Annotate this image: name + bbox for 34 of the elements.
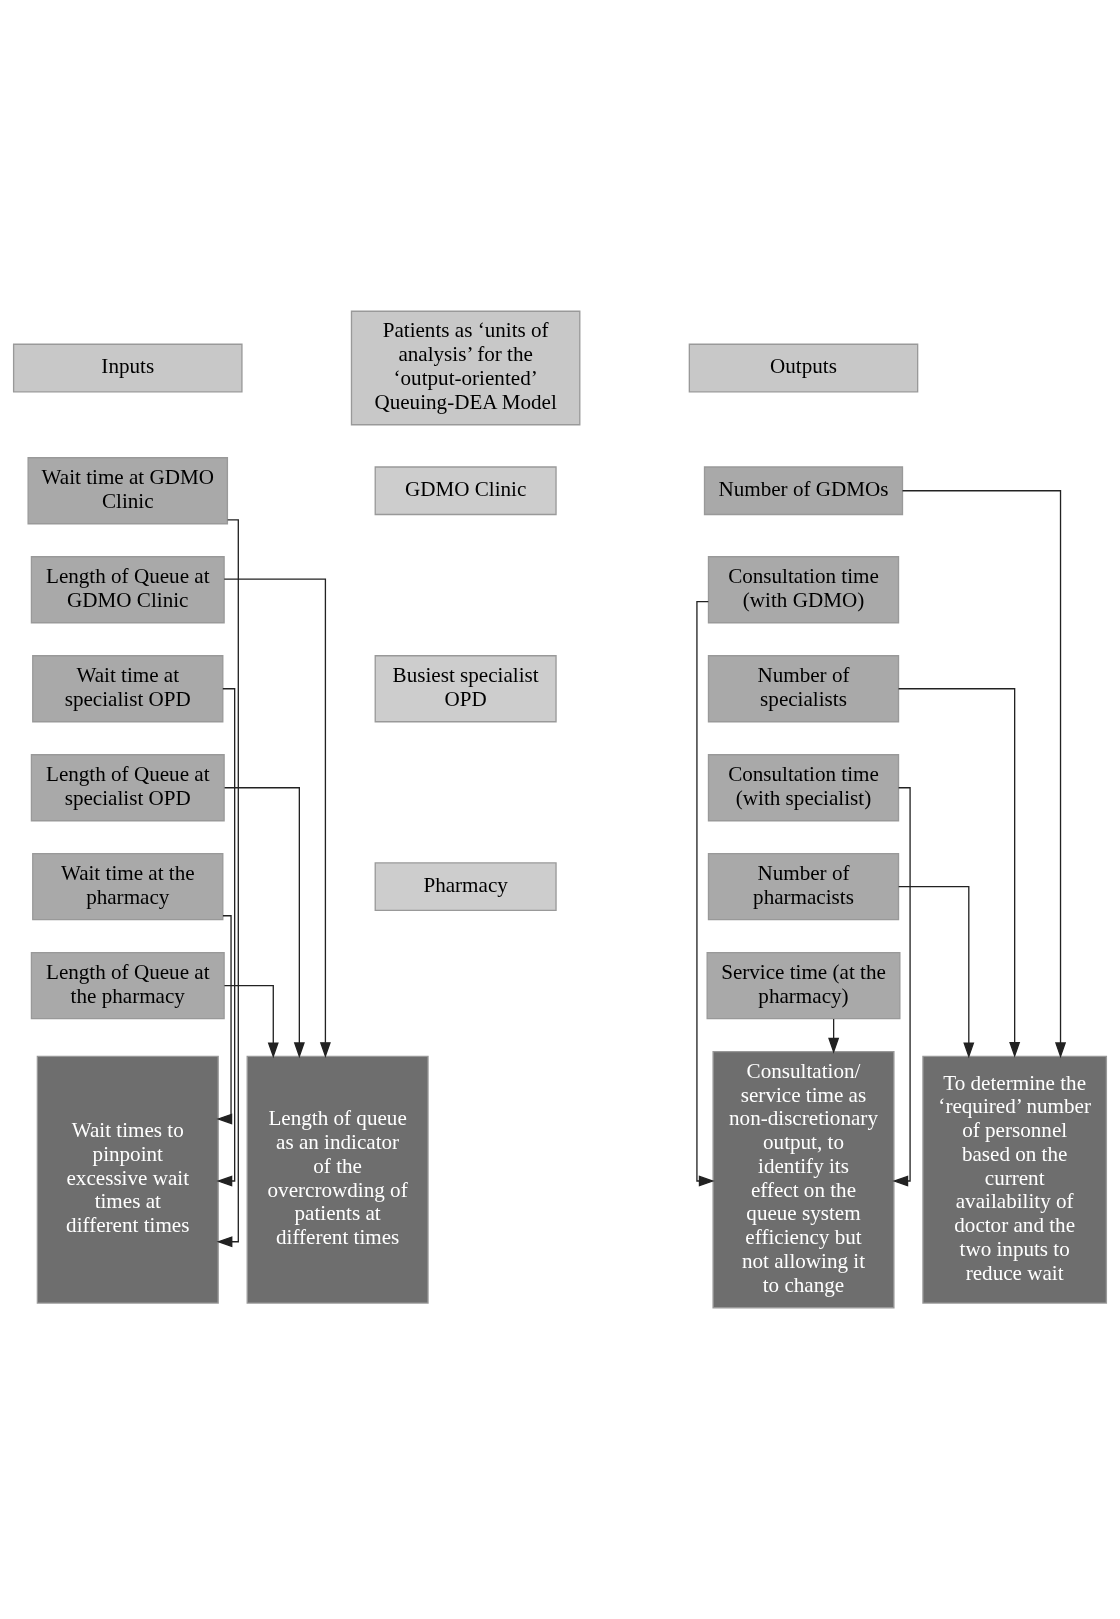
arrow bbox=[216, 688, 236, 1187]
arrow bbox=[223, 985, 279, 1059]
node-box: Wait time at specialist OPD bbox=[32, 655, 224, 723]
arrow bbox=[223, 787, 305, 1059]
arrow bbox=[696, 600, 715, 1187]
node-box: Wait time at GDMO Clinic bbox=[27, 457, 229, 525]
node-box: Number of GDMOs bbox=[703, 466, 904, 516]
arrow bbox=[223, 578, 331, 1058]
node-box: Consultation/ service time as non-discretionary output, to identify its effect on the queue system efficiency but not allowing it to change bbox=[712, 1051, 895, 1309]
node-box: GDMO Clinic bbox=[374, 466, 557, 516]
node-box: Wait times to pinpoint excessive wait times at different times bbox=[36, 1055, 219, 1304]
node-box: Wait time at the pharmacy bbox=[32, 853, 224, 921]
arrow bbox=[216, 519, 239, 1248]
node-box: Outputs bbox=[688, 343, 919, 393]
node-box: Consultation time (with GDMO) bbox=[707, 556, 900, 624]
arrow bbox=[901, 490, 1067, 1059]
node-box: To determine the ‘required’ number of personnel based on the current availability of doctor and the two inputs to reduce wait bbox=[922, 1055, 1108, 1304]
node-box: Service time (at the pharmacy) bbox=[706, 952, 901, 1020]
arrow bbox=[216, 915, 233, 1125]
node-box: Pharmacy bbox=[374, 862, 557, 912]
node-box: Number of pharmacists bbox=[707, 853, 900, 921]
node-box: Number of specialists bbox=[707, 655, 900, 723]
node-box: Consultation time (with specialist) bbox=[707, 754, 900, 822]
node-box: Length of Queue at the pharmacy bbox=[30, 952, 225, 1020]
node-box: Length of Queue at GDMO Clinic bbox=[30, 556, 225, 624]
node-box: Length of Queue at specialist OPD bbox=[30, 754, 225, 822]
arrow bbox=[897, 688, 1021, 1058]
arrow bbox=[828, 1018, 840, 1054]
arrow bbox=[892, 787, 911, 1187]
arrow bbox=[898, 886, 975, 1059]
node-box: Length of queue as an indicator of the overcrowding of patients at different times bbox=[246, 1055, 429, 1304]
node-box: Inputs bbox=[12, 343, 243, 393]
node-box: Busiest specialist OPD bbox=[374, 655, 557, 723]
node-box: Patients as ‘units of analysis’ for the ‘output-oriented’ Queuing-DEA Model bbox=[350, 310, 581, 426]
